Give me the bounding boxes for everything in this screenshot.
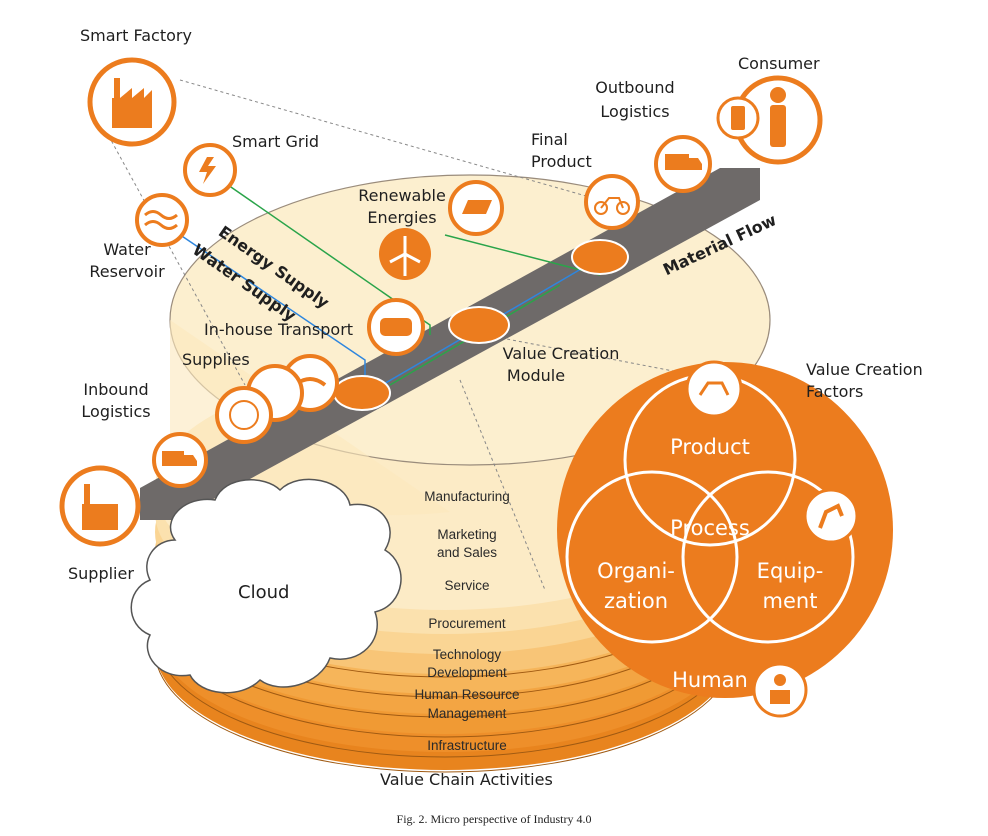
cloud-label: Cloud [238,582,290,603]
water-reservoir-label-1: Water [103,240,151,259]
bicycle-icon [584,174,640,230]
box-icon [367,298,425,356]
phone-icon [716,96,760,140]
lightning-icon [183,143,237,197]
inbound-label-2: Logistics [81,402,151,421]
factor-product: Product [670,435,750,459]
renewable-label-2: Energies [367,208,437,227]
factor-organization-2: zation [603,589,669,613]
smart-grid-label: Smart Grid [232,132,320,151]
inhouse-transport-label: In-house Transport [204,320,354,339]
smart-factory-label: Smart Factory [80,26,192,45]
activity-manufacturing: Manufacturing [424,489,510,504]
renewable-label-1: Renewable [358,186,446,205]
activity-technology-2: Development [427,665,507,680]
factor-organization-1: Organi- [597,559,675,583]
activity-technology-1: Technology [432,647,502,662]
activity-service: Service [444,578,490,593]
figure-caption: Fig. 2. Micro perspective of Industry 4.… [396,812,592,826]
vcf-label-2: Factors [806,382,864,401]
activity-procurement: Procurement [428,616,506,631]
outbound-label-2: Logistics [600,102,670,121]
vcm-label-1: Value Creation [502,344,620,363]
outbound-label-1: Outbound [595,78,675,97]
factor-equipment-2: ment [762,589,818,613]
factor-equipment-1: Equip- [756,559,824,583]
activity-hr-2: Management [427,706,507,721]
final-product-label-2: Product [531,152,592,171]
activity-marketing-2: and Sales [436,545,498,560]
vcm-label-2: Module [506,366,566,385]
activity-infrastructure: Infrastructure [427,738,507,753]
value-creation-modules [333,239,629,411]
value-creation-factors [557,360,893,718]
supplier-label: Supplier [68,564,134,583]
factor-human: Human [672,668,748,692]
factory-icon [87,57,177,147]
solar-panel-icon [448,180,504,236]
activity-marketing-1: Marketing [437,527,497,542]
wheel-icon [215,364,304,444]
final-product-label-1: Final [531,130,568,149]
vcf-label-1: Value Creation [806,360,923,379]
supplies-label: Supplies [182,350,250,369]
factory-icon [59,465,141,547]
water-reservoir-label-2: Reservoir [89,262,165,281]
truck-icon [152,432,208,488]
inbound-label-1: Inbound [83,380,149,399]
activity-hr-1: Human Resource [414,687,520,702]
cloud-icon [130,478,402,694]
truck-icon [654,135,712,193]
wind-turbine-icon [379,228,431,280]
value-chain-title: Value Chain Activities [380,770,553,789]
water-icon [135,193,189,247]
factor-process: Process [670,516,750,540]
consumer-label: Consumer [738,54,820,73]
